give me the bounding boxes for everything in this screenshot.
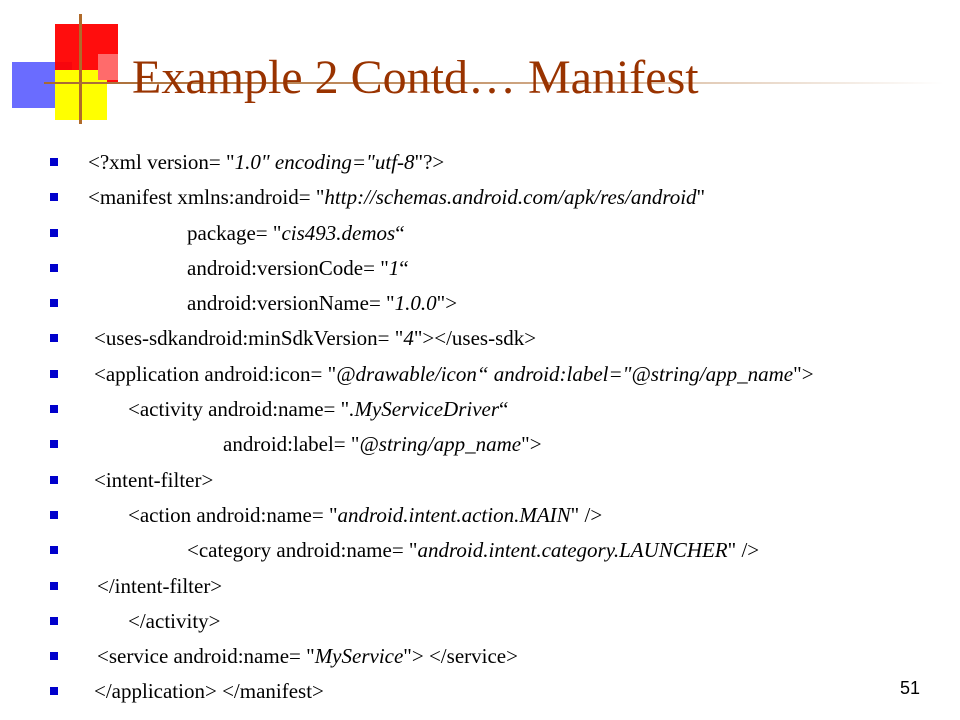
bullet-square-icon xyxy=(50,193,58,202)
code-text-plain: "> xyxy=(521,432,542,457)
code-text-italic: .MyServiceDriver xyxy=(349,397,500,422)
code-line-text: package= "cis493.demos“ xyxy=(187,221,405,245)
bullet-square-icon xyxy=(50,263,58,272)
code-line-text: <category android:name= "android.intent.… xyxy=(187,538,759,562)
code-text-plain: <action android:name= " xyxy=(128,502,338,527)
page-number: 51 xyxy=(900,678,921,698)
code-line-text: </application> </manifest> xyxy=(94,679,324,703)
code-line-text: </activity> xyxy=(128,609,221,633)
code-text-italic: http://schemas.android.com/apk/res/andro… xyxy=(324,185,697,210)
code-text-plain: <application android:icon= " xyxy=(94,361,337,386)
code-line-text: </intent-filter> xyxy=(97,574,222,598)
code-text-plain: <uses-sdkandroid:minSdkVersion= " xyxy=(94,326,404,351)
code-text-plain: <?xml version= " xyxy=(88,150,235,174)
code-text-plain: " /> xyxy=(727,538,760,563)
code-text-italic: @drawable/icon“ android:label="@string/a… xyxy=(336,361,794,386)
code-text-plain: <intent-filter> xyxy=(94,467,214,492)
code-text-plain: </activity> xyxy=(128,608,221,633)
bullet-square-icon xyxy=(50,299,58,308)
code-text-plain: “ xyxy=(499,397,509,422)
title-underline xyxy=(44,82,944,84)
logo-accent-square xyxy=(98,54,118,80)
bullet-square-icon xyxy=(50,510,58,519)
code-text-plain: " xyxy=(696,185,706,210)
code-line-text: <service android:name= "MyService"> </se… xyxy=(97,644,518,668)
bullet-square-icon xyxy=(50,687,58,696)
bullet-square-icon xyxy=(50,546,58,555)
logo-vertical-line xyxy=(79,14,82,124)
code-text-plain: android:versionName= " xyxy=(187,291,395,316)
code-text-plain: <category android:name= " xyxy=(187,538,418,563)
code-line-text: android:versionName= "1.0.0"> xyxy=(187,291,457,315)
code-text-italic: 1.0.0 xyxy=(394,291,437,316)
code-text-plain: "> xyxy=(793,361,814,386)
bullet-square-icon xyxy=(50,228,58,237)
code-text-plain: “ xyxy=(395,220,405,245)
code-line-text: <intent-filter> xyxy=(94,468,213,492)
code-text-plain: <service android:name= " xyxy=(97,644,315,669)
code-text-italic: android.intent.category.LAUNCHER xyxy=(417,538,728,563)
code-text-plain: </intent-filter> xyxy=(97,573,223,598)
code-text-plain: android:label= " xyxy=(223,432,360,457)
code-text-plain: " /> xyxy=(570,502,603,527)
code-text-plain: “ xyxy=(399,255,409,280)
bullet-square-icon xyxy=(50,440,58,449)
code-line-text: <?xml version= "1.0" encoding="utf-8"?> xyxy=(88,150,444,174)
bullet-square-icon xyxy=(50,369,58,378)
code-line-text: android:label= "@string/app_name"> xyxy=(223,432,542,456)
code-text-plain: "></uses-sdk> xyxy=(413,326,537,351)
code-text-plain: "> </service> xyxy=(403,644,518,669)
code-text-italic: 1 xyxy=(388,255,400,280)
code-text-plain: package= " xyxy=(187,220,282,245)
slide-title: Example 2 Contd… Manifest xyxy=(132,51,699,104)
code-text-plain: android:versionCode= " xyxy=(187,255,389,280)
bullet-square-icon xyxy=(50,652,58,661)
code-text-plain: "> xyxy=(436,291,458,316)
bullet-square-icon xyxy=(50,475,58,484)
code-text-plain: <manifest xmlns:android= " xyxy=(88,185,325,210)
code-text-italic: cis493.demos xyxy=(281,220,396,245)
code-text-italic: 4 xyxy=(403,326,414,351)
code-text-plain: </application> </manifest> xyxy=(94,679,324,704)
code-text-italic: android.intent.action.MAIN xyxy=(337,502,571,527)
bullet-square-icon xyxy=(50,616,58,625)
code-line-text: <uses-sdkandroid:minSdkVersion= "4"></us… xyxy=(94,326,536,350)
code-text-italic: MyService xyxy=(314,644,404,669)
code-text-italic: 1.0" encoding="utf-8 xyxy=(234,150,415,174)
code-line-text: <application android:icon= "@drawable/ic… xyxy=(94,362,814,386)
code-line-text: android:versionCode= "1“ xyxy=(187,256,409,280)
bullet-square-icon xyxy=(50,334,58,343)
code-line-text: <manifest xmlns:android= "http://schemas… xyxy=(88,185,705,209)
code-text-plain: <activity android:name= " xyxy=(128,397,350,422)
bullet-square-icon xyxy=(50,581,58,590)
bullet-square-icon xyxy=(50,405,58,414)
code-text-plain: "?> xyxy=(414,150,445,174)
code-line-text: <action android:name= "android.intent.ac… xyxy=(128,503,602,527)
bullet-square-icon xyxy=(50,158,58,166)
code-line-text: <activity android:name= ".MyServiceDrive… xyxy=(128,397,508,421)
code-text-italic: @string/app_name xyxy=(359,432,522,457)
